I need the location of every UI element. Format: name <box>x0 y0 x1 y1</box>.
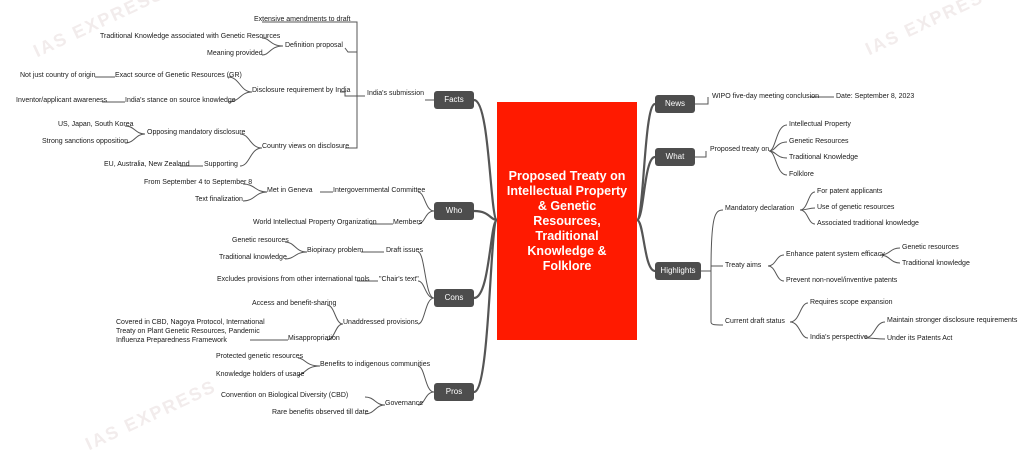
branch-who[interactable]: Who <box>434 202 474 220</box>
node-enhance-efficacy: Enhance patent system efficacy <box>786 251 885 258</box>
connector-center-news <box>635 102 657 222</box>
branch-what[interactable]: What <box>655 148 695 166</box>
node-proposed-treaty-on: Proposed treaty on <box>710 146 770 153</box>
node-prevent-patents: Prevent non-novel/inventive patents <box>786 277 898 284</box>
branch-highlights[interactable]: Highlights <box>655 262 701 280</box>
branch-facts[interactable]: Facts <box>434 91 474 109</box>
node-inventor-awareness: Inventor/applicant awareness <box>16 97 108 104</box>
node-mandatory-declaration: Mandatory declaration <box>725 205 795 212</box>
node-cons-traditional-knowledge: Traditional knowledge <box>219 254 287 261</box>
connector-center-what <box>635 155 656 222</box>
branch-pros[interactable]: Pros <box>434 383 474 401</box>
node-covered-in: Covered in CBD, Nagoya Protocol, Interna… <box>116 319 265 344</box>
node-india-perspective: India's perspective <box>810 334 868 341</box>
node-rare-benefits: Rare benefits observed till date <box>272 409 369 416</box>
node-opposing-mandatory: Opposing mandatory disclosure <box>147 129 246 136</box>
node-abs: Access and benefit-sharing <box>252 300 337 307</box>
node-under-patents-act: Under its Patents Act <box>887 335 953 342</box>
node-india-stance: India's stance on source knowledge <box>125 97 236 104</box>
node-eu-aus-nz: EU, Australia, New Zealand <box>104 161 190 168</box>
node-country-views: Country views on disclosure <box>262 143 350 150</box>
node-protected-gr: Protected genetic resources <box>216 353 304 360</box>
node-biopiracy: Biopiracy problem <box>307 247 364 254</box>
node-disclosure-requirement: Disclosure requirement by India <box>252 87 351 94</box>
node-folklore: Folklore <box>789 171 814 178</box>
node-text-finalization: Text finalization <box>195 196 243 203</box>
node-meaning-provided: Meaning provided <box>207 50 263 57</box>
node-cbd: Convention on Biological Diversity (CBD) <box>221 392 349 399</box>
node-chairs-text: "Chair's text" <box>379 276 419 283</box>
node-extensive-amendments: Extensive amendments to draft <box>254 16 351 23</box>
node-what-tk: Traditional Knowledge <box>789 154 859 161</box>
node-strong-sanctions: Strong sanctions opposition <box>42 138 128 145</box>
node-igc: Intergovernmental Committee <box>333 187 426 194</box>
node-wipo-meeting: WIPO five-day meeting conclusion <box>712 93 819 100</box>
node-met-in-geneva: Met in Geneva <box>267 187 313 194</box>
node-draft-issues: Draft issues <box>386 247 423 254</box>
node-members: Members <box>393 219 423 226</box>
node-for-patent-applicants: For patent applicants <box>817 188 883 195</box>
node-wipo: World Intellectual Property Organization <box>253 219 377 226</box>
node-news-date: Date: September 8, 2023 <box>836 93 915 100</box>
node-maintain-stronger: Maintain stronger disclosure requirement… <box>887 317 1018 324</box>
node-knowledge-holders: Knowledge holders of usage <box>216 371 305 378</box>
mind-map-connectors <box>95 21 901 415</box>
node-current-draft: Current draft status <box>725 318 785 325</box>
node-us-japan-sk: US, Japan, South Korea <box>58 121 134 128</box>
connector-center-facts <box>473 98 499 222</box>
node-unaddressed: Unaddressed provisions <box>343 319 419 326</box>
central-topic: Proposed Treaty on Intellectual Property… <box>497 102 637 340</box>
node-associated-tk: Associated traditional knowledge <box>817 220 919 227</box>
node-requires-scope: Requires scope expansion <box>810 299 893 306</box>
node-treaty-aims: Treaty aims <box>725 262 762 269</box>
node-excludes: Excludes provisions from other internati… <box>217 276 370 283</box>
branch-news[interactable]: News <box>655 95 695 113</box>
connector-center-highlights <box>635 218 656 273</box>
node-tk-with-gr: Traditional Knowledge associated with Ge… <box>100 33 281 40</box>
node-exact-source: Exact source of Genetic Resources (GR) <box>115 72 242 79</box>
node-definition-proposal: Definition proposal <box>285 42 343 49</box>
node-ip: Intellectual Property <box>789 121 851 128</box>
node-what-gr: Genetic Resources <box>789 138 849 145</box>
node-misappropriation: Misappropriation <box>288 335 340 342</box>
node-governance: Governance <box>385 400 424 407</box>
connector-center-pros <box>472 218 499 394</box>
node-aim-tk: Traditional knowledge <box>902 260 970 267</box>
node-supporting: Supporting <box>204 161 238 168</box>
node-india-submission: India's submission <box>367 90 424 97</box>
node-cons-genetic-resources: Genetic resources <box>232 237 289 244</box>
node-use-of-gr: Use of genetic resources <box>817 204 895 211</box>
node-from-sept: From September 4 to September 8 <box>144 179 253 186</box>
branch-cons[interactable]: Cons <box>434 289 474 307</box>
node-not-just-country: Not just country of origin <box>20 72 96 79</box>
node-benefits-indigenous: Benefits to indigenous communities <box>320 361 431 368</box>
node-aim-gr: Genetic resources <box>902 244 959 251</box>
